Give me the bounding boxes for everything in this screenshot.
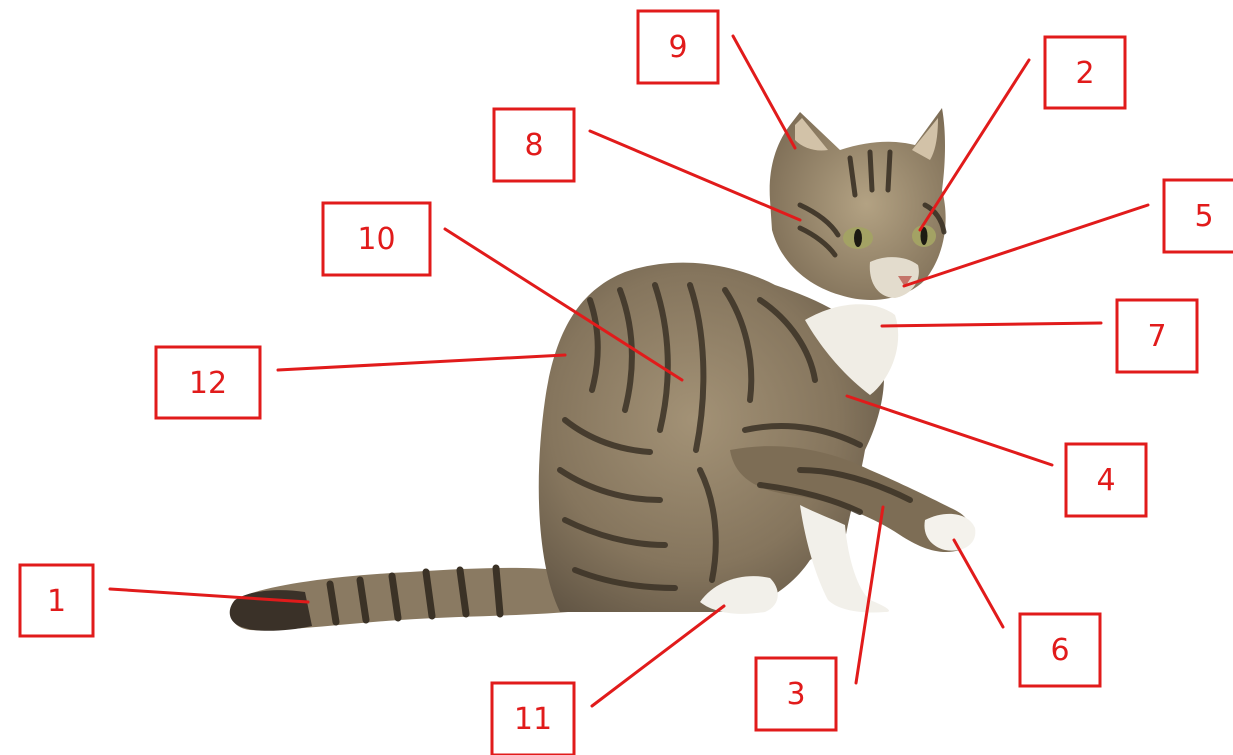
label-box-1: 1 bbox=[18, 563, 95, 638]
kitten-right-pupil bbox=[920, 227, 928, 245]
label-box-7: 7 bbox=[1115, 298, 1199, 374]
label-box-8-frame bbox=[492, 107, 576, 183]
kitten-nose bbox=[898, 276, 912, 287]
label-9: 9 bbox=[668, 30, 687, 65]
label-5: 5 bbox=[1194, 199, 1213, 234]
kitten-chest bbox=[805, 304, 899, 395]
label-box-12-frame bbox=[154, 345, 262, 420]
label-4: 4 bbox=[1096, 463, 1115, 498]
leader-line-11 bbox=[590, 604, 726, 708]
label-box-12: 12 bbox=[154, 345, 262, 420]
label-1: 1 bbox=[47, 584, 66, 619]
label-8: 8 bbox=[524, 128, 543, 163]
label-box-5: 5 bbox=[1162, 178, 1233, 254]
label-box-6: 6 bbox=[1018, 612, 1102, 688]
label-7: 7 bbox=[1147, 319, 1166, 354]
kitten-head bbox=[769, 108, 946, 300]
leader-line-12 bbox=[276, 353, 567, 372]
leader-line-7 bbox=[880, 321, 1103, 328]
leader-line-1 bbox=[108, 587, 310, 604]
label-box-1-frame bbox=[18, 563, 95, 638]
label-box-11: 11 bbox=[490, 681, 576, 755]
kitten-tail-stripes bbox=[326, 564, 504, 626]
kitten-illustration bbox=[229, 108, 976, 631]
label-box-9-frame bbox=[636, 9, 720, 85]
label-box-3: 3 bbox=[754, 656, 838, 732]
label-2: 2 bbox=[1075, 56, 1094, 91]
kitten-tail bbox=[230, 567, 568, 631]
label-box-8: 8 bbox=[492, 107, 576, 183]
label-boxes: 1 2 3 4 5 6 7 8 bbox=[18, 9, 1233, 755]
label-box-11-frame bbox=[490, 681, 576, 755]
kitten-head-stripes bbox=[797, 149, 947, 258]
label-6: 6 bbox=[1050, 633, 1069, 668]
label-box-5-frame bbox=[1162, 178, 1233, 254]
label-11: 11 bbox=[514, 702, 552, 737]
kitten-right-ear-inner bbox=[912, 118, 938, 160]
leader-line-3 bbox=[854, 505, 885, 685]
label-12: 12 bbox=[189, 366, 227, 401]
label-box-6-frame bbox=[1018, 612, 1102, 688]
label-box-10-frame bbox=[321, 201, 432, 277]
label-box-2: 2 bbox=[1043, 35, 1127, 110]
kitten-front-leg bbox=[800, 505, 890, 613]
label-box-4-frame bbox=[1064, 442, 1148, 518]
label-box-9: 9 bbox=[636, 9, 720, 85]
kitten-raised-paw bbox=[924, 513, 976, 551]
label-box-4: 4 bbox=[1064, 442, 1148, 518]
kitten-back-paw bbox=[700, 576, 778, 614]
label-10: 10 bbox=[357, 222, 395, 257]
kitten-raised-leg bbox=[730, 446, 972, 553]
leader-line-2 bbox=[918, 58, 1031, 232]
leader-line-10 bbox=[443, 227, 684, 382]
label-box-10: 10 bbox=[321, 201, 432, 277]
leader-line-8 bbox=[588, 129, 802, 222]
kitten-muzzle bbox=[869, 257, 919, 298]
leader-line-6 bbox=[952, 538, 1005, 629]
kitten-left-pupil bbox=[854, 229, 862, 247]
kitten-left-ear-inner bbox=[795, 118, 828, 151]
leader-line-4 bbox=[845, 394, 1054, 467]
label-box-7-frame bbox=[1115, 298, 1199, 374]
label-3: 3 bbox=[786, 677, 805, 712]
leader-line-5 bbox=[902, 203, 1150, 288]
leader-line-9 bbox=[731, 34, 797, 150]
kitten-body-stripes bbox=[557, 282, 913, 591]
leader-lines bbox=[108, 34, 1150, 708]
label-box-3-frame bbox=[754, 656, 838, 732]
label-box-2-frame bbox=[1043, 35, 1127, 110]
kitten-body bbox=[538, 262, 885, 612]
